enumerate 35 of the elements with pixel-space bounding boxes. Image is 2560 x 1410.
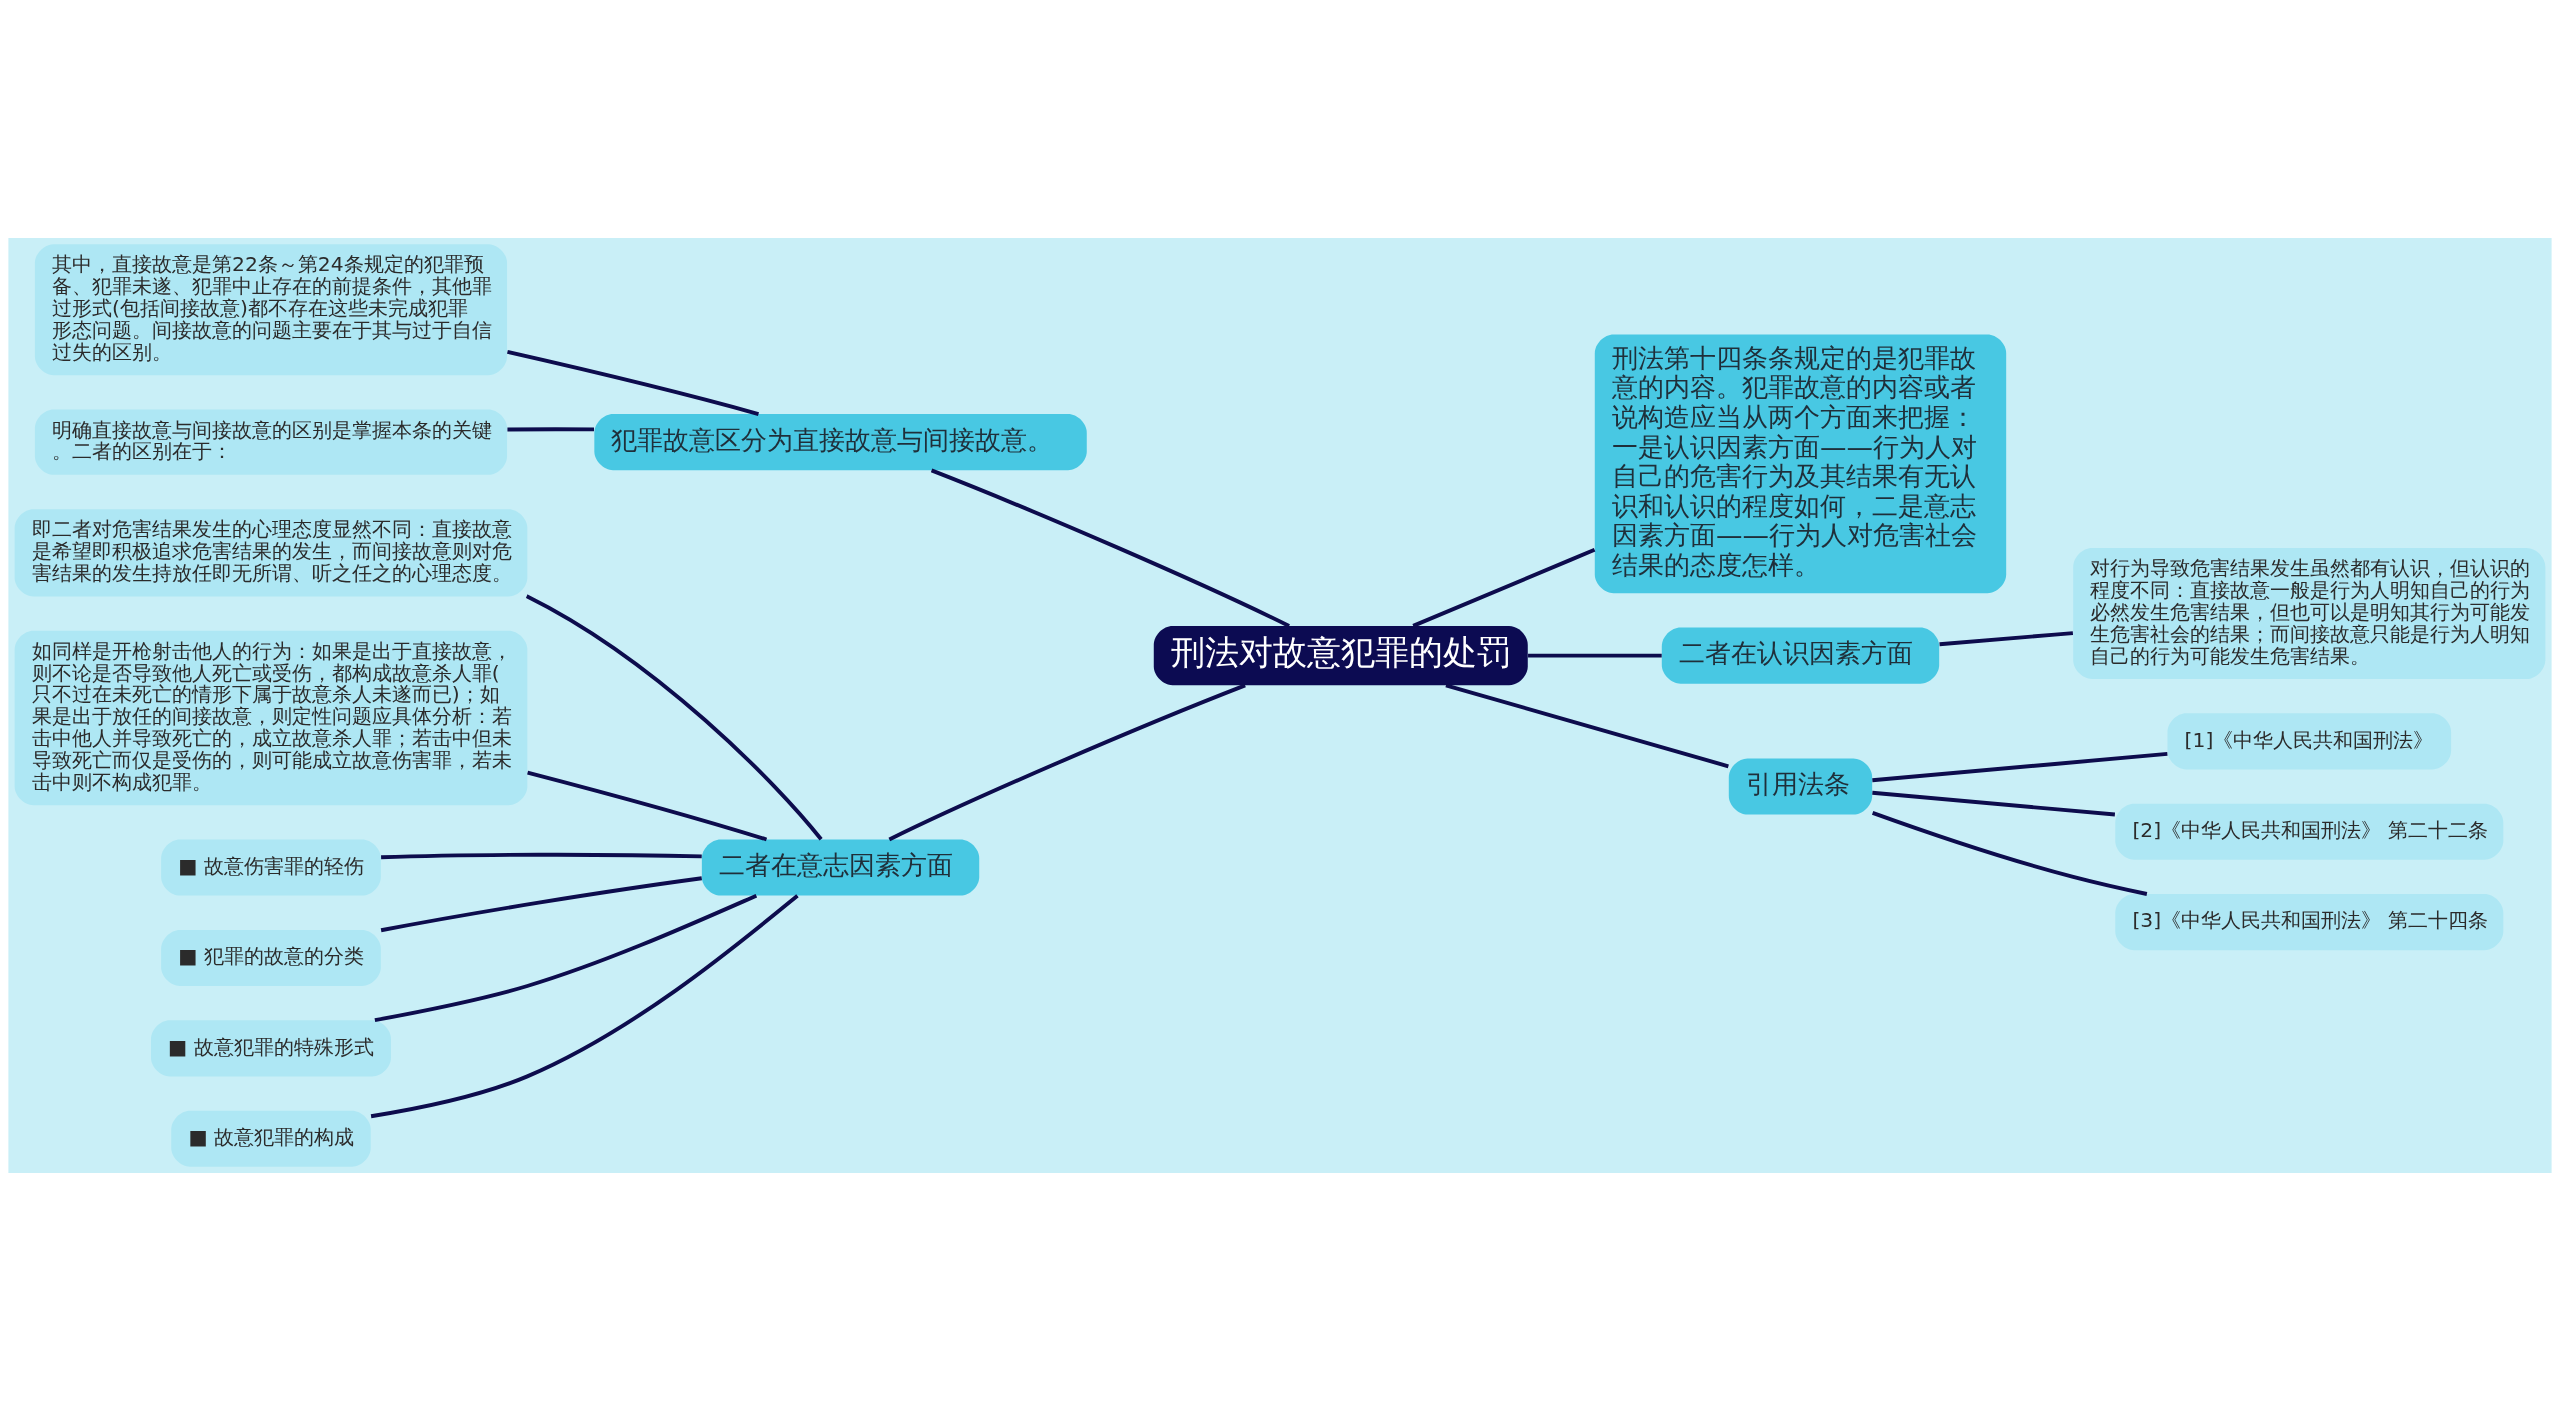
node-box: [1]《中华人民共和国刑法》	[2167, 712, 2452, 769]
connector	[380, 875, 702, 932]
node-box: 即二者对危害结果发生的心理态度显然不同：直接故意是希望即积极追求危害结果的发生，而间接故意则对危害结果的发生持放任即无所谓、听之任之的心理态度。	[14, 508, 528, 596]
connector	[1412, 547, 1596, 628]
connector	[370, 893, 799, 1118]
node-box: 犯罪故意区分为直接故意与间接故意。	[594, 413, 1087, 470]
node-box: 如同样是开枪射击他人的行为：如果是出于直接故意，则不论是否导致他人死亡或受伤，都构成故意杀人罪(只不过在未死亡的情形下属于故意杀人未遂而已)；如果是出于放任的间接故意，则定性问题应具体分析：若击中他人并导致死亡的，成立故意杀人罪；若击中但未导致死亡而仅是受伤的，则可能成立故意伤害罪，若未击中则不构成犯罪。	[14, 630, 528, 805]
node-box: 二者在认识因素方面	[1661, 627, 1940, 684]
connector	[527, 770, 768, 841]
connector	[1872, 751, 2168, 782]
connector	[381, 852, 702, 859]
node-box: 引用法条	[1728, 758, 1873, 815]
connector	[1445, 682, 1729, 768]
node-box: ■ 犯罪的故意的分类	[161, 929, 381, 986]
node-box: 其中，直接故意是第22条～第24条规定的犯罪预备、犯罪未遂、犯罪中止存在的前提条件，其他罪过形式(包括间接故意)都不存在这些未完成犯罪形态问题。间接故意的问题主要在于其与过于自信过失的区别。	[34, 243, 508, 375]
connector	[374, 893, 758, 1022]
connector	[1872, 790, 2116, 816]
node-box: 明确直接故意与间接故意的区别是掌握本条的关键。二者的区别在于：	[34, 408, 508, 475]
connector	[930, 468, 1290, 628]
connector	[1871, 810, 2148, 896]
connector	[888, 683, 1246, 841]
connector	[507, 426, 595, 431]
node-box: [3]《中华人民共和国刑法》 第二十四条	[2115, 893, 2504, 950]
node-box: ■ 故意伤害罪的轻伤	[161, 839, 381, 896]
node-box: 刑法第十四条条规定的是犯罪故意的内容。犯罪故意的内容或者说构造应当从两个方面来把握：一是认识因素方面——行为人对自己的危害行为及其结果有无认识和认识的程度如何，二是意志因素方面——行为人对危害社会结果的态度怎样。	[1594, 334, 2007, 593]
connector	[507, 349, 759, 416]
node-box: [2]《中华人民共和国刑法》 第二十二条	[2115, 803, 2504, 860]
connector	[525, 593, 823, 841]
node-box: 对行为导致危害结果发生虽然都有认识，但认识的程度不同：直接故意一般是行为人明知自己的行为必然发生危害结果，但也可以是明知其行为可能发生危害社会的结果；而间接故意只能是行为人明知自己的行为可能发生危害结果。	[2073, 547, 2546, 679]
node-box: 二者在意志因素方面	[701, 839, 980, 896]
node-box: ■ 故意犯罪的特殊形式	[151, 1019, 391, 1076]
node-box: 刑法对故意犯罪的处罚	[1153, 625, 1528, 685]
node-box: ■ 故意犯罪的构成	[171, 1110, 371, 1167]
connector	[1939, 630, 2074, 646]
connector	[1528, 653, 1662, 658]
